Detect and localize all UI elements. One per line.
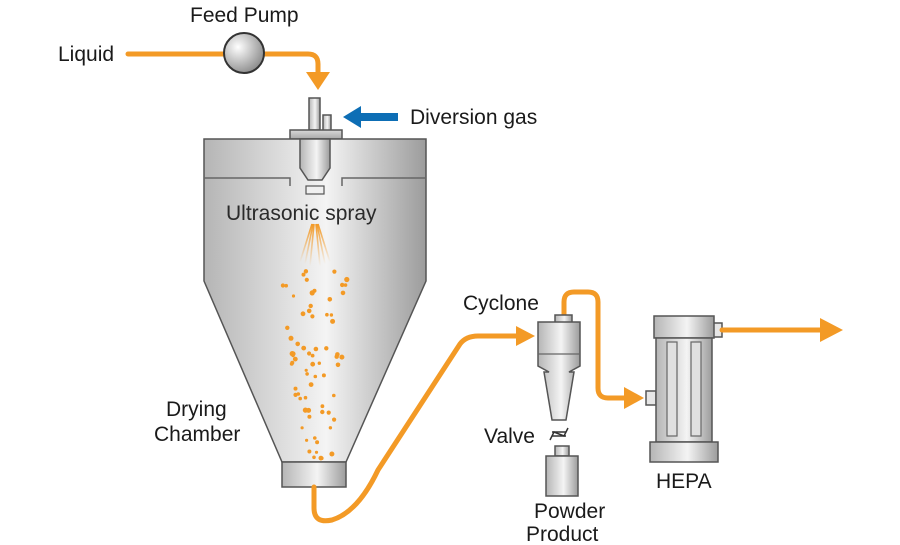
droplet bbox=[291, 294, 296, 298]
droplet bbox=[326, 410, 331, 415]
droplet bbox=[290, 360, 295, 365]
hepa-label: HEPA bbox=[656, 470, 712, 493]
droplet bbox=[306, 308, 312, 314]
pump-outlet-arrowhead bbox=[306, 72, 330, 90]
droplet bbox=[310, 361, 316, 367]
droplet bbox=[306, 407, 312, 413]
droplet bbox=[313, 346, 319, 352]
droplet bbox=[310, 314, 315, 319]
droplet bbox=[307, 414, 312, 419]
droplet bbox=[320, 404, 325, 409]
droplet bbox=[284, 283, 289, 288]
droplet bbox=[317, 361, 321, 365]
droplet bbox=[308, 382, 314, 387]
droplet bbox=[285, 325, 290, 330]
cyclone-to-hepa-line bbox=[561, 289, 629, 401]
exhaust-arrowhead bbox=[820, 318, 843, 342]
droplet bbox=[312, 288, 317, 293]
droplet bbox=[327, 297, 333, 302]
droplet bbox=[332, 417, 337, 422]
feed-pump bbox=[223, 32, 265, 74]
droplet bbox=[303, 395, 308, 400]
dried-droplets bbox=[280, 269, 350, 461]
droplet bbox=[332, 269, 337, 274]
drying-chamber-label-line2: Chamber bbox=[154, 423, 240, 446]
droplet bbox=[320, 456, 324, 461]
droplet bbox=[301, 345, 307, 351]
nozzle-feed-tube bbox=[308, 97, 321, 131]
droplet bbox=[335, 352, 340, 357]
droplet bbox=[304, 277, 309, 282]
powder-collector bbox=[545, 455, 579, 497]
droplet bbox=[310, 353, 315, 358]
ultrasonic-nozzle bbox=[299, 138, 331, 181]
droplet bbox=[307, 351, 312, 356]
powder-product-label-line1: Powder bbox=[534, 500, 605, 523]
droplet bbox=[329, 451, 335, 457]
droplet bbox=[314, 450, 319, 454]
droplet bbox=[340, 282, 345, 288]
droplet bbox=[303, 269, 309, 274]
droplet bbox=[343, 283, 348, 287]
nozzle-flange bbox=[289, 129, 343, 140]
droplet bbox=[293, 386, 298, 391]
droplet bbox=[313, 374, 318, 379]
droplet bbox=[328, 426, 333, 430]
droplet bbox=[340, 290, 346, 296]
ultrasonic-spray-label: Ultrasonic spray bbox=[226, 202, 377, 225]
droplet bbox=[301, 272, 306, 277]
droplet bbox=[339, 354, 345, 360]
powder-collector-cap bbox=[554, 445, 570, 457]
droplet bbox=[325, 312, 329, 317]
droplet bbox=[305, 438, 309, 442]
droplet bbox=[296, 392, 301, 396]
droplet bbox=[295, 341, 301, 347]
droplet bbox=[292, 356, 298, 362]
droplet bbox=[324, 346, 329, 351]
droplet bbox=[321, 373, 326, 378]
hepa-inlet-arrowhead bbox=[624, 387, 644, 409]
droplet bbox=[288, 335, 294, 341]
droplet bbox=[315, 440, 320, 445]
droplet bbox=[305, 372, 309, 376]
droplet bbox=[344, 276, 350, 283]
droplet bbox=[320, 409, 325, 415]
diversion-gas-label: Diversion gas bbox=[410, 106, 537, 129]
powder-product-label-line2: Product bbox=[526, 523, 599, 545]
droplet bbox=[313, 436, 317, 440]
pump-to-nozzle-line bbox=[259, 51, 321, 77]
liquid-label: Liquid bbox=[58, 43, 114, 66]
cyclone-body bbox=[537, 321, 581, 421]
chamber-outlet bbox=[281, 461, 347, 488]
diversion-gas-arrow bbox=[343, 106, 398, 128]
cyclone-inlet-arrowhead bbox=[516, 326, 535, 346]
droplet bbox=[300, 311, 306, 317]
valve-label: Valve bbox=[484, 425, 535, 448]
chamber-to-cyclone-line bbox=[311, 333, 521, 524]
droplet bbox=[312, 455, 316, 460]
hepa-filter bbox=[649, 315, 719, 463]
droplet bbox=[332, 393, 336, 398]
nozzle-gas-tube bbox=[322, 114, 332, 132]
feed-pump-label: Feed Pump bbox=[190, 4, 299, 27]
valve-icon bbox=[549, 427, 569, 441]
hepa-inlet-port bbox=[645, 390, 657, 406]
cyclone-label: Cyclone bbox=[463, 292, 539, 315]
droplet bbox=[280, 283, 285, 288]
nozzle-tip bbox=[305, 185, 325, 195]
droplet bbox=[289, 351, 295, 357]
droplet bbox=[304, 368, 308, 372]
droplet bbox=[298, 396, 303, 401]
droplet bbox=[300, 426, 304, 430]
drying-chamber-label-line1: Drying bbox=[166, 398, 227, 421]
droplet bbox=[330, 318, 336, 324]
droplet bbox=[307, 449, 312, 454]
droplet bbox=[329, 313, 334, 317]
spray-cone bbox=[299, 223, 331, 267]
droplet bbox=[308, 303, 313, 309]
chamber-top-ring bbox=[204, 177, 426, 186]
droplet bbox=[335, 362, 341, 368]
